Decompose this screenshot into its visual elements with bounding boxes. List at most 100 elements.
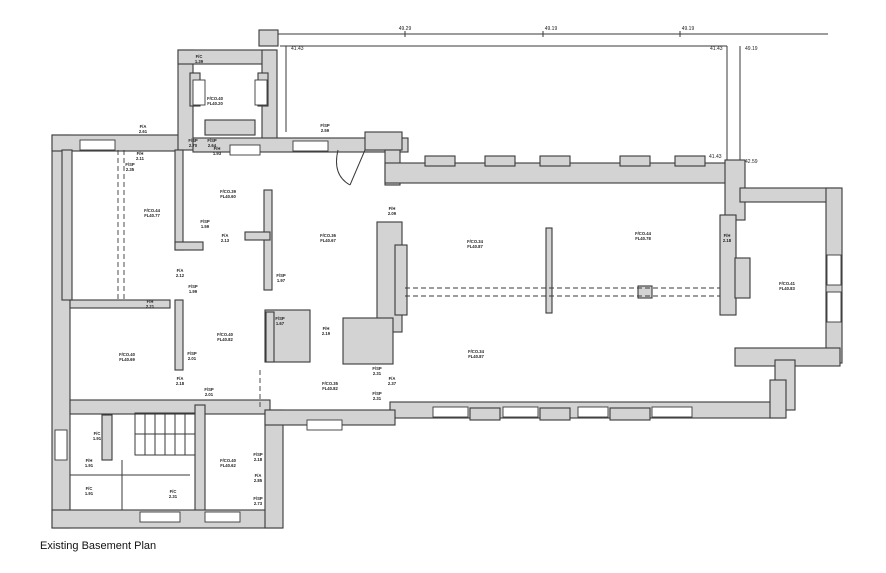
room-label: F/SP2.01 <box>204 387 214 397</box>
room-label-code: F/CO.34 <box>468 349 484 354</box>
room-label-value: 2.09 <box>388 211 397 216</box>
room-label: F/A2.85 <box>254 473 263 483</box>
room-label: F/H1.93 <box>213 146 222 156</box>
room-label-value: 2.12 <box>176 273 185 278</box>
room-label-code: F/CO.39 <box>220 189 236 194</box>
room-label-code: F/H <box>147 299 154 304</box>
room-label-value: 1.59 <box>201 224 210 229</box>
room-label: F/H2.18 <box>723 233 732 243</box>
room-label-code: F/A <box>177 376 184 381</box>
room-label: F/SP1.67 <box>275 316 285 326</box>
room-label-value: FL40.69 <box>119 357 135 362</box>
room-label: F/SP2.64 <box>207 138 217 148</box>
room-label-code: F/SP <box>253 452 263 457</box>
room-label: F/A2.12 <box>176 268 185 278</box>
room-label: F/C1.91 <box>85 486 94 496</box>
room-labels: F/C1.39F/CO.40FL40.20F/A2.61F/H2.11F/SP2… <box>85 54 796 506</box>
room-label-code: F/CO.44 <box>144 208 160 213</box>
room-label: F/A2.18 <box>176 376 185 386</box>
room-label-value: FL40.62 <box>220 463 236 468</box>
edge-level-1: 41.43 <box>291 46 304 52</box>
room-label: F/H2.19 <box>322 326 331 336</box>
room-label-value: 1.97 <box>277 278 286 283</box>
room-label: F/A2.37 <box>388 376 397 386</box>
room-label-code: F/A <box>222 233 229 238</box>
room-label-code: F/H <box>214 146 221 151</box>
room-label-code: F/SP <box>188 138 198 143</box>
room-label-code: F/H <box>389 206 396 211</box>
room-label: F/A2.61 <box>139 124 148 134</box>
room-label-value: FL40.82 <box>322 386 338 391</box>
room-label: F/C2.31 <box>169 489 178 499</box>
room-label: F/C1.39 <box>195 54 204 64</box>
top-level-2: 49.19 <box>545 26 558 32</box>
room-label-code: F/C <box>94 431 101 436</box>
room-label-code: F/CO.40 <box>220 458 236 463</box>
walls <box>51 49 843 529</box>
room-label: F/SP2.31 <box>372 366 382 376</box>
room-label-value: 1.39 <box>195 59 204 64</box>
room-label-code: F/CO.36 <box>320 233 336 238</box>
room-label-value: 2.18 <box>723 238 732 243</box>
room-label-value: 1.91 <box>93 436 102 441</box>
room-label-value: 2.37 <box>388 381 397 386</box>
room-label-value: 2.59 <box>321 128 330 133</box>
edge-level-2: 41.43 <box>710 46 723 52</box>
room-label-value: 2.70 <box>189 143 198 148</box>
room-label-code: F/H <box>323 326 330 331</box>
room-label: F/SP1.99 <box>188 284 198 294</box>
room-label-code: F/SP <box>188 284 198 289</box>
room-label: F/SP2.73 <box>253 496 263 506</box>
site-boundary: 41.43 41.43 49.19 41.43 42.59 <box>258 29 758 165</box>
room-label-code: F/SP <box>320 123 330 128</box>
room-label-code: F/SP <box>204 387 214 392</box>
room-label: F/SP2.18 <box>253 452 263 462</box>
room-label-value: 1.99 <box>189 289 198 294</box>
room-label-value: 2.01 <box>188 356 197 361</box>
door-leaf <box>349 149 366 186</box>
room-label: F/SP2.59 <box>320 123 330 133</box>
room-label-value: FL40.82 <box>217 337 233 342</box>
windows <box>54 79 842 523</box>
room-label: F/SP1.59 <box>200 219 210 229</box>
staircase <box>134 412 196 456</box>
room-label-code: F/CO.40 <box>207 96 223 101</box>
room-label: F/H1.91 <box>85 458 94 468</box>
room-label-value: 1.93 <box>213 151 222 156</box>
room-label-code: F/C <box>196 54 203 59</box>
door-swing <box>336 149 351 186</box>
room-label-code: F/CO.44 <box>635 231 651 236</box>
room-label-code: F/SP <box>200 219 210 224</box>
room-label-code: F/SP <box>187 351 197 356</box>
room-label-value: 2.31 <box>169 494 178 499</box>
room-label-value: FL40.78 <box>635 236 651 241</box>
room-label-code: F/SP <box>125 162 135 167</box>
room-label-value: 2.85 <box>254 478 263 483</box>
room-label: F/SP2.35 <box>125 162 135 172</box>
edge-level-5: 42.59 <box>745 159 758 165</box>
room-label-value: 1.91 <box>85 463 94 468</box>
room-label-code: F/SP <box>276 273 286 278</box>
chimney-block <box>258 29 279 47</box>
room-label-value: 2.18 <box>254 457 263 462</box>
room-label-value: 1.91 <box>85 491 94 496</box>
room-label-value: 1.67 <box>276 321 285 326</box>
room-label: F/SP1.97 <box>276 273 286 283</box>
room-label-value: FL40.20 <box>207 101 223 106</box>
room-label-value: 2.73 <box>254 501 263 506</box>
room-label-code: F/A <box>177 268 184 273</box>
room-label-code: F/SP <box>275 316 285 321</box>
room-label-code: F/SP <box>372 366 382 371</box>
room-label-code: F/CO.40 <box>217 332 233 337</box>
room-label-value: 2.31 <box>373 371 382 376</box>
room-label-code: F/SP <box>207 138 217 143</box>
room-label-code: F/SP <box>372 391 382 396</box>
